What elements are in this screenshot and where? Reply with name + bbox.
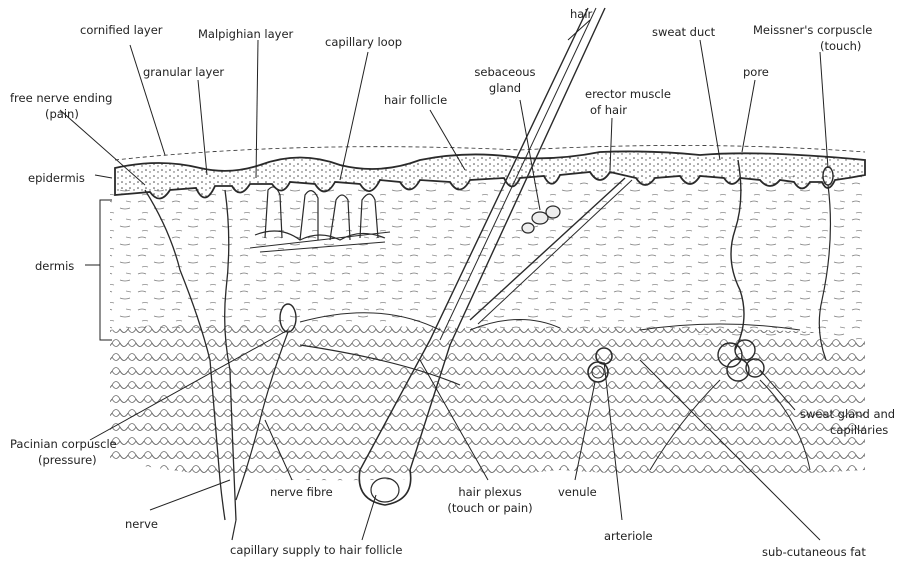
label-subcutaneous-fat: sub-cutaneous fat <box>762 545 866 559</box>
label-cornified-layer: cornified layer <box>80 23 163 37</box>
label-hair-plexus-sub: (touch or pain) <box>447 501 532 515</box>
subcutaneous-fat-region <box>110 313 865 481</box>
label-granular-layer: granular layer <box>143 65 224 79</box>
label-sweat-gland-sub: capillaries <box>830 423 888 437</box>
label-pacinian: Pacinian corpuscle <box>10 437 117 451</box>
label-nerve-fibre: nerve fibre <box>270 485 333 499</box>
label-sweat-gland: sweat gland and <box>800 407 895 421</box>
label-sebaceous: sebaceous <box>474 65 535 79</box>
label-pore: pore <box>743 65 769 79</box>
label-erector-muscle-sub: of hair <box>590 103 627 117</box>
label-nerve: nerve <box>125 517 158 531</box>
label-hair-follicle: hair follicle <box>384 93 447 107</box>
label-dermis: dermis <box>35 259 74 273</box>
label-pacinian-sub: (pressure) <box>38 453 97 467</box>
label-malpighian-layer: Malpighian layer <box>198 27 294 41</box>
label-meissner: Meissner's corpuscle <box>753 23 872 37</box>
label-free-nerve-ending: free nerve ending <box>10 91 112 105</box>
label-hair-plexus: hair plexus <box>458 485 521 499</box>
label-arteriole: arteriole <box>604 529 653 543</box>
label-meissner-sub: (touch) <box>820 39 861 53</box>
label-erector-muscle: erector muscle <box>585 87 671 101</box>
label-capillary-loop: capillary loop <box>325 35 402 49</box>
label-epidermis: epidermis <box>28 171 85 185</box>
label-hair: hair <box>570 7 593 21</box>
label-sebaceous-gland: gland <box>489 81 521 95</box>
label-free-nerve-ending-sub: (pain) <box>45 107 79 121</box>
label-capillary-supply: capillary supply to hair follicle <box>230 543 402 557</box>
label-sweat-duct: sweat duct <box>652 25 716 39</box>
label-venule: venule <box>558 485 597 499</box>
